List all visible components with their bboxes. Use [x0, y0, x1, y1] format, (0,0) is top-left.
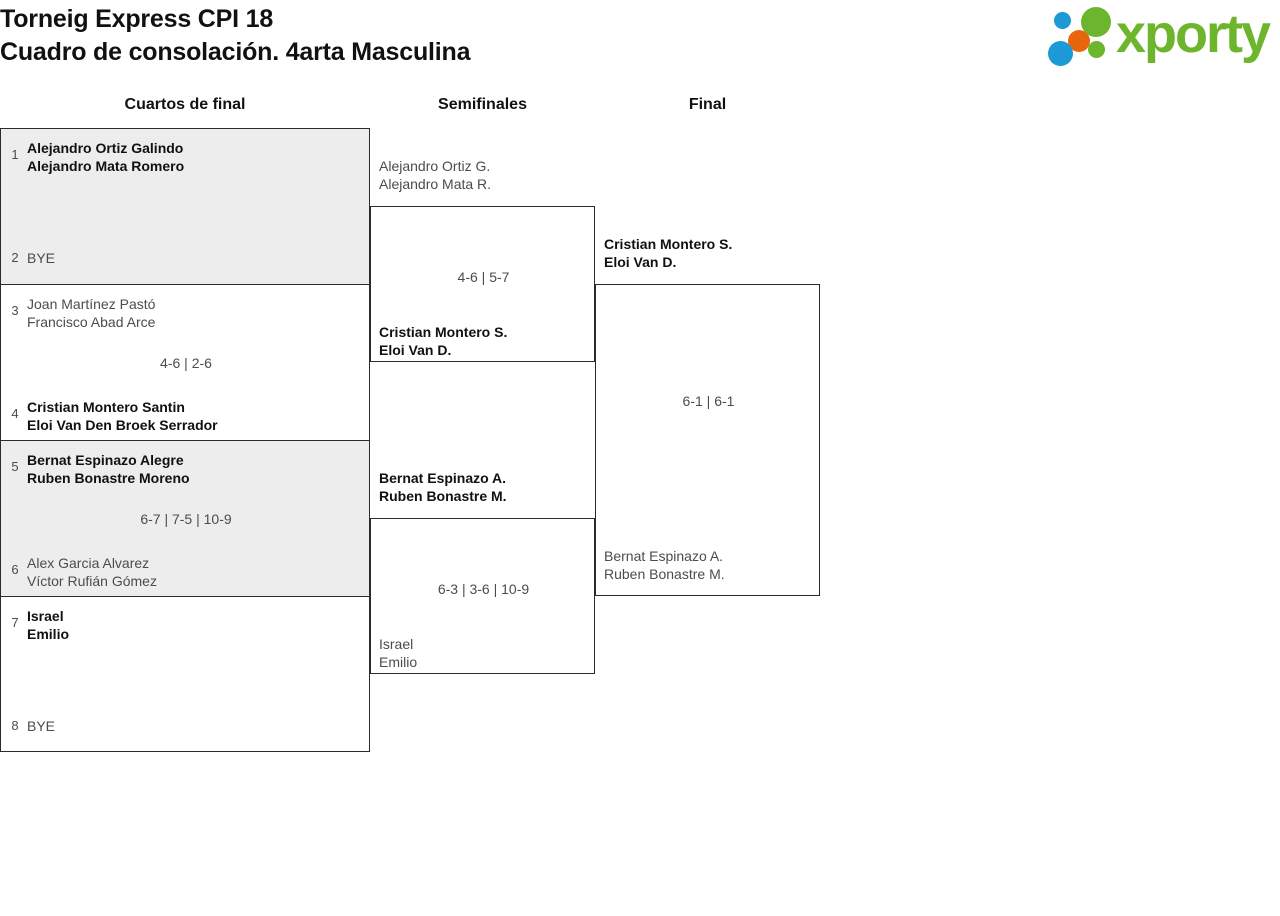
match-quarterfinal-3[interactable]: 5 Bernat Espinazo Alegre Ruben Bonastre … [0, 440, 370, 596]
tournament-name: Torneig Express CPI 18 [0, 5, 274, 33]
team-player-2: Eloi Van D. [604, 254, 677, 270]
match-score: 6-7 | 7-5 | 10-9 [140, 511, 232, 527]
seed-number: 8 [11, 718, 19, 733]
team-player-2: Alejandro Mata Romero [27, 158, 185, 174]
team-player-1: Israel [379, 636, 414, 652]
match-quarterfinal-4[interactable]: 7 Israel Emilio 8 BYE [0, 596, 370, 752]
match-score: 4-6 | 2-6 [160, 355, 212, 371]
team-entry: Israel Emilio [27, 607, 69, 643]
column-header-final: Final [688, 96, 727, 113]
team-player-2: Víctor Rufián Gómez [27, 573, 157, 589]
seed-number: 7 [11, 615, 19, 630]
team-player-1: Bernat Espinazo A. [379, 470, 507, 486]
match-score: 6-3 | 3-6 | 10-9 [437, 581, 530, 597]
logo-dot-blue-small-icon [1054, 12, 1071, 29]
team-player-1: Alejandro Ortiz G. [379, 158, 491, 174]
team-entry: Cristian Montero Santin Eloi Van Den Bro… [27, 398, 218, 434]
team-player-1: Bernat Espinazo Alegre [27, 452, 184, 468]
bracket-grid: 1 Alejandro Ortiz Galindo Alejandro Mata… [0, 128, 1280, 768]
match-quarterfinal-1[interactable]: 1 Alejandro Ortiz Galindo Alejandro Mata… [0, 128, 370, 284]
team-player-1: Cristian Montero Santin [27, 399, 185, 415]
logo-dots-icon [1048, 7, 1122, 66]
team-player-2: Emilio [27, 626, 70, 642]
match-semifinal-2[interactable]: Bernat Espinazo A. Ruben Bonastre M. 6-3… [370, 470, 595, 674]
match-score: 6-1 | 6-1 [682, 393, 735, 409]
team-player-2: Ruben Bonastre M. [604, 566, 725, 582]
match-semifinal-1[interactable]: Alejandro Ortiz G. Alejandro Mata R. 4-6… [370, 158, 595, 362]
team-player-1: BYE [27, 250, 56, 266]
team-player-1: Alex Garcia Alvarez [27, 555, 150, 571]
team-player-2: Ruben Bonastre Moreno [27, 470, 190, 486]
logo-wordmark: xporty [1116, 4, 1271, 64]
seed-number: 3 [11, 303, 19, 318]
team-entry: Alex Garcia Alvarez Víctor Rufián Gómez [27, 554, 157, 590]
team-entry: BYE [27, 717, 55, 735]
match-final[interactable]: Cristian Montero S. Eloi Van D. 6-1 | 6-… [595, 236, 820, 596]
team-entry: Cristian Montero S. Eloi Van D. [379, 323, 507, 359]
team-player-2: Alejandro Mata R. [379, 176, 492, 192]
team-entry: Bernat Espinazo A. Ruben Bonastre M. [379, 469, 507, 505]
team-player-2: Francisco Abad Arce [27, 314, 156, 330]
team-player-1: Alejandro Ortiz Galindo [27, 140, 184, 156]
logo-dot-green-small-icon [1088, 41, 1105, 58]
seed-number: 1 [11, 147, 19, 162]
logo-dot-blue-large-icon [1048, 41, 1073, 66]
team-entry: Joan Martínez Pastó Francisco Abad Arce [27, 295, 155, 331]
page-title: Torneig Express CPI 18 Cuadro de consola… [0, 0, 1000, 69]
team-player-2: Eloi Van D. [379, 342, 452, 358]
logo-dot-green-large-icon [1081, 7, 1111, 37]
team-player-1: Israel [27, 608, 64, 624]
seed-number: 4 [11, 406, 19, 421]
seed-number: 2 [11, 250, 19, 265]
team-entry: Alejandro Ortiz Galindo Alejandro Mata R… [27, 139, 184, 175]
team-entry: Israel Emilio [379, 635, 417, 671]
match-quarterfinal-2[interactable]: 3 Joan Martínez Pastó Francisco Abad Arc… [0, 284, 370, 440]
team-player-1: Bernat Espinazo A. [604, 548, 724, 564]
team-player-2: Ruben Bonastre M. [379, 488, 507, 504]
team-player-1: Joan Martínez Pastó [27, 296, 156, 312]
team-player-2: Emilio [379, 654, 418, 670]
team-entry: Bernat Espinazo Alegre Ruben Bonastre Mo… [27, 451, 190, 487]
team-entry: Bernat Espinazo A. Ruben Bonastre M. [604, 547, 725, 583]
team-entry: BYE [27, 249, 55, 267]
team-entry: Alejandro Ortiz G. Alejandro Mata R. [379, 157, 491, 193]
seed-number: 6 [11, 562, 19, 577]
column-header-semifinals: Semifinales [438, 96, 527, 113]
team-player-1: Cristian Montero S. [379, 324, 508, 340]
team-entry: Cristian Montero S. Eloi Van D. [604, 235, 732, 271]
team-player-1: Cristian Montero S. [604, 236, 733, 252]
seed-number: 5 [11, 459, 19, 474]
team-player-2: Eloi Van Den Broek Serrador [27, 417, 218, 433]
logo-dot-orange-icon [1068, 30, 1090, 52]
bracket-subtitle: Cuadro de consolación. 4arta Masculina [0, 38, 471, 66]
team-player-1: BYE [27, 718, 56, 734]
match-score: 4-6 | 5-7 [457, 269, 510, 285]
xporty-logo: xporty [1048, 4, 1276, 67]
column-header-quarterfinals: Cuartos de final [124, 96, 246, 113]
